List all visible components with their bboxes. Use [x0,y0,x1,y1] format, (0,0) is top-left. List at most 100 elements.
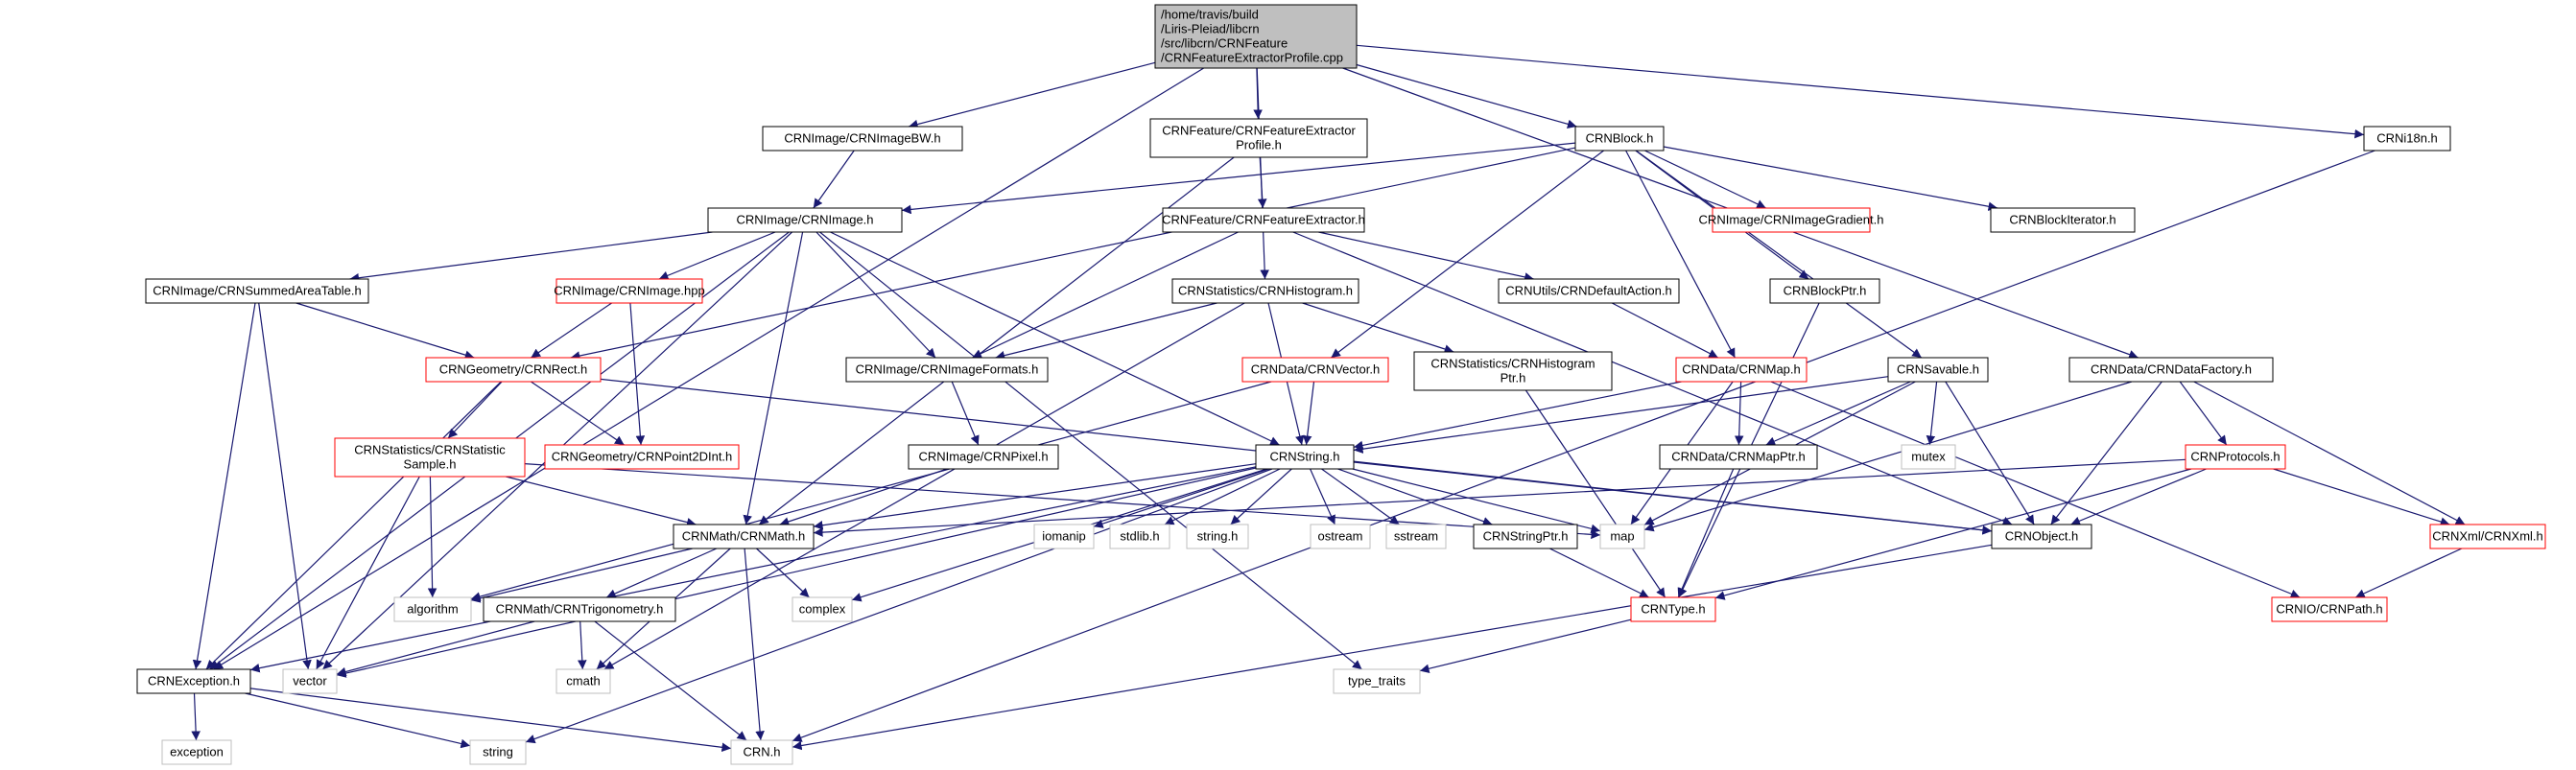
edge-savable-to-object [1945,381,2035,525]
node-blockiter[interactable]: CRNBlockIterator.h [1990,207,2136,233]
node-rect[interactable]: CRNGeometry/CRNRect.h [425,357,602,383]
node-box-xml [2429,524,2546,549]
node-i18n[interactable]: CRNi18n.h [2363,126,2451,152]
node-box-mapH [1675,357,1808,383]
edge-string-to-stdstring [525,468,1273,744]
edge-block-to-rect [570,147,1576,361]
node-box-iomanip [1033,524,1095,549]
node-imggrad[interactable]: CRNImage/CRNImageGradient.h [1699,207,1884,233]
edge-exception-to-stdstring [245,692,471,749]
edge-block-to-vectorh [1331,150,1604,359]
node-box-ostream [1310,524,1371,549]
node-label-imgformats: CRNImage/CRNImageFormats.h [856,362,1039,377]
node-histo[interactable]: CRNStatistics/CRNHistogram.h [1171,278,1359,304]
node-box-defact [1498,278,1680,304]
node-sumarea[interactable]: CRNImage/CRNSummedAreaTable.h [145,278,369,304]
node-imgformats[interactable]: CRNImage/CRNImageFormats.h [845,357,1049,383]
node-blockptr[interactable]: CRNBlockPtr.h [1769,278,1880,304]
node-label-mutex: mutex [1911,450,1946,464]
edge-i18n-to-crnh [792,150,2375,742]
node-imagebw[interactable]: CRNImage/CRNImageBW.h [762,126,963,152]
edge-defact-to-mapH [1611,302,1719,359]
node-root[interactable]: /home/travis/build/Liris-Pleiad/libcrn/s… [1154,4,1358,69]
node-box-imggrad [1712,207,1871,233]
edge-root-to-block [1356,63,1577,129]
node-box-savable [1887,357,1989,383]
node-box-sumarea [145,278,369,304]
node-label-path: CRNIO/CRNPath.h [2276,602,2382,617]
node-box-type [1630,596,1716,622]
edge-math-to-algorithm [470,548,693,603]
edge-string-to-exception [249,466,1257,673]
edge-image-to-imgformats [815,231,936,359]
node-math[interactable]: CRNMath/CRNMath.h [673,524,815,549]
node-algorithm: algorithm [393,596,472,622]
node-label-root: /src/libcrn/CRNFeature [1161,36,1288,51]
edge-sumarea-to-vector [258,302,312,670]
node-xml[interactable]: CRNXml/CRNXml.h [2429,524,2546,549]
node-defact[interactable]: CRNUtils/CRNDefaultAction.h [1498,278,1680,304]
node-box-vector [282,668,338,694]
node-featext[interactable]: CRNFeature/CRNFeatureExtractor.h [1162,207,1365,233]
node-savable[interactable]: CRNSavable.h [1887,357,1989,383]
node-mapptr[interactable]: CRNData/CRNMapPtr.h [1659,444,1818,470]
node-point2d[interactable]: CRNGeometry/CRNPoint2DInt.h [544,444,740,470]
node-label-ostream: ostream [1318,529,1363,544]
edge-imagehpp-to-rect [531,302,612,359]
edge-savable-to-mapptr [1765,381,1911,446]
node-label-mapptr: CRNData/CRNMapPtr.h [1671,450,1805,464]
node-stringptr[interactable]: CRNStringPtr.h [1473,524,1578,549]
edge-trigo-to-cmath [578,620,587,670]
node-box-featprof [1149,118,1368,158]
edge-histo-to-imgformats [995,302,1217,361]
node-box-imagehpp [555,278,703,304]
node-protocols[interactable]: CRNProtocols.h [2185,444,2286,470]
node-box-path [2271,596,2388,622]
node-box-datafact [2068,357,2274,383]
node-string[interactable]: CRNString.h [1255,444,1355,470]
edge-block-to-imggrad [1644,150,1766,209]
node-label-stdstring: string [483,745,513,759]
node-pixel[interactable]: CRNImage/CRNPixel.h [908,444,1059,470]
node-trigo[interactable]: CRNMath/CRNTrigonometry.h [483,596,676,622]
edge-datafact-to-protocols [2179,381,2228,446]
node-vectorh[interactable]: CRNData/CRNVector.h [1241,357,1389,383]
edge-mapH-to-string [1353,381,1682,451]
node-label-protocols: CRNProtocols.h [2190,450,2280,464]
edge-pixel-to-math [779,468,948,526]
node-imagehpp[interactable]: CRNImage/CRNImage.hpp [554,278,705,304]
edge-string-to-sstream [1321,468,1400,525]
node-type[interactable]: CRNType.h [1630,596,1716,622]
node-object[interactable]: CRNObject.h [1991,524,2092,549]
node-box-histoptr [1413,351,1613,391]
node-path[interactable]: CRNIO/CRNPath.h [2271,596,2388,622]
edge-string-to-math [813,463,1257,530]
edge-exception-to-exceptionstd [191,692,201,741]
node-exception[interactable]: CRNException.h [136,668,251,694]
node-image[interactable]: CRNImage/CRNImage.h [707,207,903,233]
edge-imagehpp-to-point2d [629,302,646,446]
edge-object-to-crnh [792,544,1993,751]
node-mapH[interactable]: CRNData/CRNMap.h [1675,357,1808,383]
node-label-sstream: sstream [1394,529,1438,544]
edge-imagebw-to-image [813,150,855,209]
node-box-stdlib [1109,524,1170,549]
edge-datafact-to-object [2050,381,2162,525]
edge-root-to-exception [213,67,1205,670]
node-label-exception: CRNException.h [148,674,240,688]
edge-histoptr-to-type [1524,389,1666,598]
node-box-sstream [1385,524,1447,549]
node-block[interactable]: CRNBlock.h [1574,126,1665,152]
node-box-featext [1162,207,1365,233]
node-datafact[interactable]: CRNData/CRNDataFactory.h [2068,357,2274,383]
edge-savable-to-mutex [1926,381,1938,446]
node-label-algorithm: algorithm [407,602,458,617]
edge-root-to-i18n [1356,44,2365,139]
node-box-point2d [544,444,740,470]
node-featprof[interactable]: CRNFeature/CRNFeatureExtractorProfile.h [1149,118,1368,158]
node-label-defact: CRNUtils/CRNDefaultAction.h [1505,284,1671,298]
edge-rect-to-exception [205,381,502,670]
